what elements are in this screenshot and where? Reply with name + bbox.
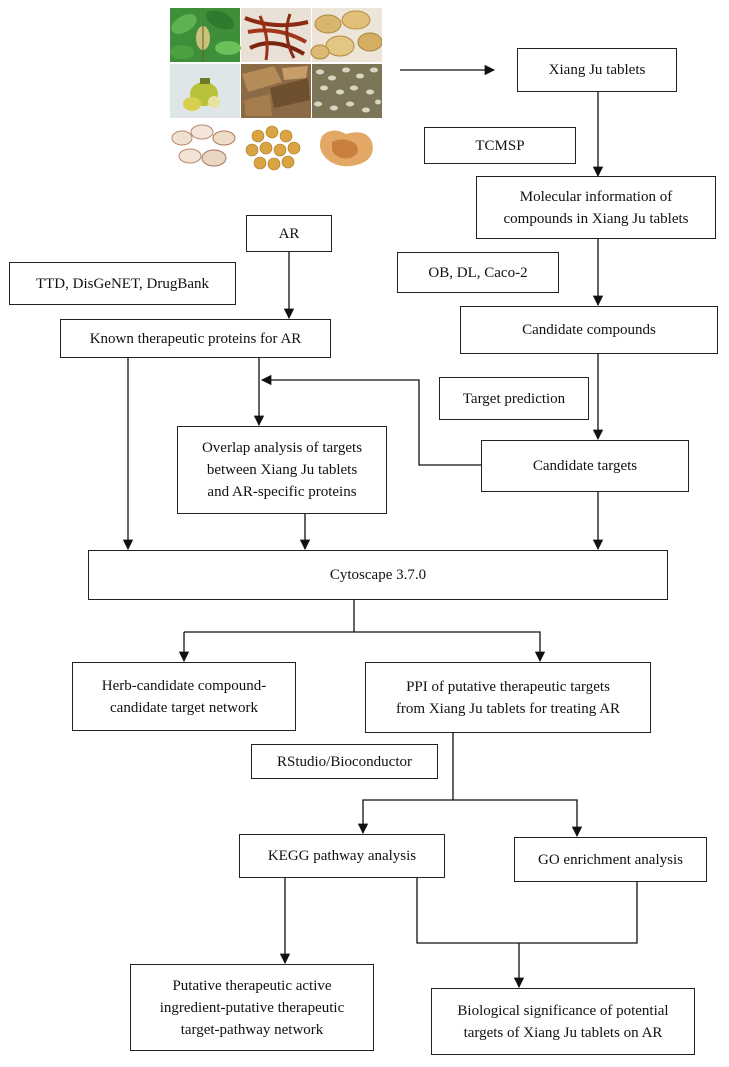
node-candidate-compounds: Candidate compounds bbox=[460, 306, 718, 354]
node-herb-network-label: Herb-candidate compound- candidate targe… bbox=[101, 677, 267, 716]
node-candidate-targets: Candidate targets bbox=[481, 440, 689, 492]
white-slices bbox=[170, 120, 240, 176]
orange-root-pieces bbox=[312, 120, 382, 176]
node-cytoscape: Cytoscape 3.7.0 bbox=[88, 550, 668, 600]
node-putative-network-label: Putative therapeutic active ingredient-p… bbox=[159, 977, 345, 1038]
dried-red-roots bbox=[241, 8, 311, 62]
arrow-targets-to-overlap bbox=[260, 374, 481, 466]
node-known-therapeutic-proteins: Known therapeutic proteins for AR bbox=[60, 319, 331, 358]
node-rstudio-bioconductor-label: RStudio/Bioconductor bbox=[277, 753, 412, 770]
node-ppi-label: PPI of putative therapeutic targets from… bbox=[395, 678, 621, 717]
node-candidate-targets-label: Candidate targets bbox=[532, 458, 638, 474]
node-kegg-pathway: KEGG pathway analysis bbox=[239, 834, 445, 878]
yellow-seeds bbox=[241, 120, 311, 176]
root-slices bbox=[310, 8, 383, 62]
node-rstudio-bioconductor: RStudio/Bioconductor bbox=[251, 744, 438, 779]
connector-kegg-go-merge bbox=[416, 878, 638, 944]
node-go-enrichment: GO enrichment analysis bbox=[514, 837, 707, 882]
connector-cytoscape-split bbox=[184, 600, 355, 633]
node-target-prediction: Target prediction bbox=[439, 377, 589, 420]
bark-pieces bbox=[241, 64, 311, 118]
node-tcmsp-label: TCMSP bbox=[475, 137, 525, 154]
node-molecular-information-label: Molecular information of compounds in Xi… bbox=[503, 188, 689, 227]
node-ar: AR bbox=[246, 215, 332, 252]
node-biological-significance-label: Biological significance of potential tar… bbox=[457, 1002, 669, 1041]
node-tcmsp: TCMSP bbox=[424, 127, 576, 164]
node-ttd-disgenet-drugbank-label: TTD, DisGeNET, DrugBank bbox=[35, 275, 210, 292]
node-xiang-ju-tablets: Xiang Ju tablets bbox=[517, 48, 677, 92]
node-known-therapeutic-proteins-label: Known therapeutic proteins for AR bbox=[89, 330, 302, 347]
node-overlap-analysis-label: Overlap analysis of targets between Xian… bbox=[201, 440, 363, 500]
node-ar-label: AR bbox=[278, 225, 300, 242]
node-putative-network: Putative therapeutic active ingredient-p… bbox=[130, 964, 374, 1051]
node-biological-significance: Biological significance of potential tar… bbox=[431, 988, 695, 1055]
node-kegg-pathway-label: KEGG pathway analysis bbox=[267, 848, 417, 864]
node-ob-dl-caco2-label: OB, DL, Caco-2 bbox=[428, 264, 528, 281]
node-go-enrichment-label: GO enrichment analysis bbox=[538, 851, 683, 868]
node-target-prediction-label: Target prediction bbox=[462, 390, 566, 407]
node-overlap-analysis: Overlap analysis of targets between Xian… bbox=[177, 426, 387, 514]
node-herb-network: Herb-candidate compound- candidate targe… bbox=[72, 662, 296, 731]
node-candidate-compounds-label: Candidate compounds bbox=[522, 322, 656, 338]
herb-leaf bbox=[170, 8, 241, 62]
node-cytoscape-label: Cytoscape 3.7.0 bbox=[329, 567, 427, 583]
node-ttd-disgenet-drugbank: TTD, DisGeNET, DrugBank bbox=[9, 262, 236, 305]
node-ppi: PPI of putative therapeutic targets from… bbox=[365, 662, 651, 733]
seeds bbox=[312, 64, 382, 118]
node-ob-dl-caco2: OB, DL, Caco-2 bbox=[397, 252, 559, 293]
green-fruit bbox=[170, 64, 240, 118]
connector-ppi-split bbox=[357, 733, 454, 835]
node-xiang-ju-tablets-label: Xiang Ju tablets bbox=[548, 62, 646, 78]
herb-photo-grid bbox=[170, 8, 383, 176]
node-molecular-information: Molecular information of compounds in Xi… bbox=[476, 176, 716, 239]
